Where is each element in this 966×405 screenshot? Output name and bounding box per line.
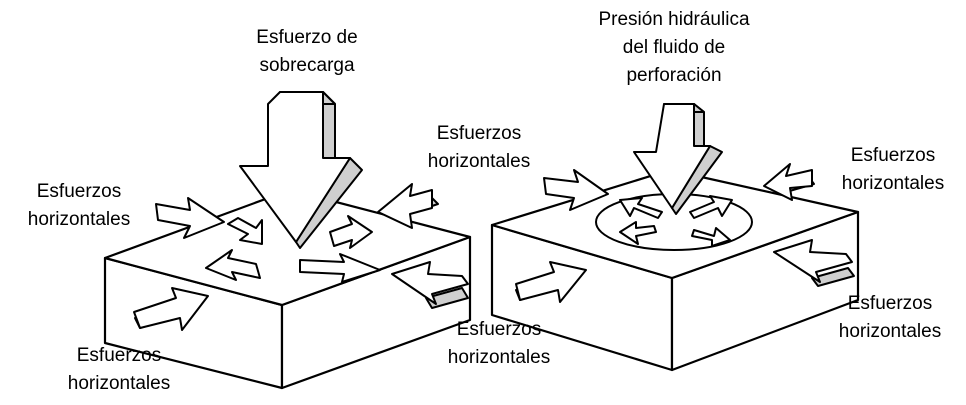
overburden-stress-label: Esfuerzo de sobrecarga [222,24,392,80]
borehole-radial-arrows [619,195,733,247]
left-arrow-side-face [391,261,469,309]
label-line-1: Esfuerzos [436,123,522,144]
inner-arrow-left [227,217,263,245]
inner-arrow-front-left [205,249,261,281]
hydraulic-pressure-arrow [633,103,723,215]
left-arrow-upper-left [155,197,225,239]
label-line-1: Esfuerzos [847,293,933,314]
hydraulic-pressure-label: Presión hidráulica del fluido de perfora… [574,6,774,90]
left-arrow-upper-right [377,183,439,229]
inner-arrow-front-right [299,253,381,283]
label-line-1: Esfuerzos [456,319,542,340]
left-horizontal-stress-label-top-right: Esfuerzos horizontales [404,120,554,176]
label-line-1: Esfuerzos [850,145,936,166]
label-line-2: horizontales [27,209,131,230]
left-block-top-face [103,188,472,307]
label-line-2: horizontales [838,321,942,342]
label-line-1: Esfuerzos [76,345,162,366]
label-line-2: horizontales [447,347,551,368]
left-horizontal-stress-label-left: Esfuerzos horizontales [4,178,154,234]
label-line-1: Esfuerzos [36,181,122,202]
left-horizontal-stress-label-bottom-left: Esfuerzos horizontales [44,342,194,398]
left-arrow-front-face [133,287,209,331]
label-line-2: horizontales [427,151,531,172]
inner-arrow-right [329,215,373,249]
overburden-label-line-2: sobrecarga [259,55,355,76]
left-top-inner-arrows [205,215,381,283]
right-horizontal-stress-label-bottom-right: Esfuerzos horizontales [816,290,964,346]
right-arrow-front-face [515,261,587,303]
right-arrow-upper-right [763,163,815,201]
right-arrow-side-face [773,239,855,287]
left-horizontal-stress-label-bottom-right: Esfuerzos horizontales [424,316,574,372]
overburden-arrow [239,91,363,249]
label-line-2: horizontales [841,173,945,194]
label-line-2: horizontales [67,373,171,394]
overburden-label-line-1: Esfuerzo de [256,27,358,48]
pressure-label-line-2: del fluido de [622,37,726,58]
right-arrow-upper-left [543,169,609,211]
pressure-label-line-3: perforación [626,65,722,86]
pressure-label-line-1: Presión hidráulica [598,9,750,30]
right-horizontal-stress-label-top-right: Esfuerzos horizontales [820,142,966,198]
